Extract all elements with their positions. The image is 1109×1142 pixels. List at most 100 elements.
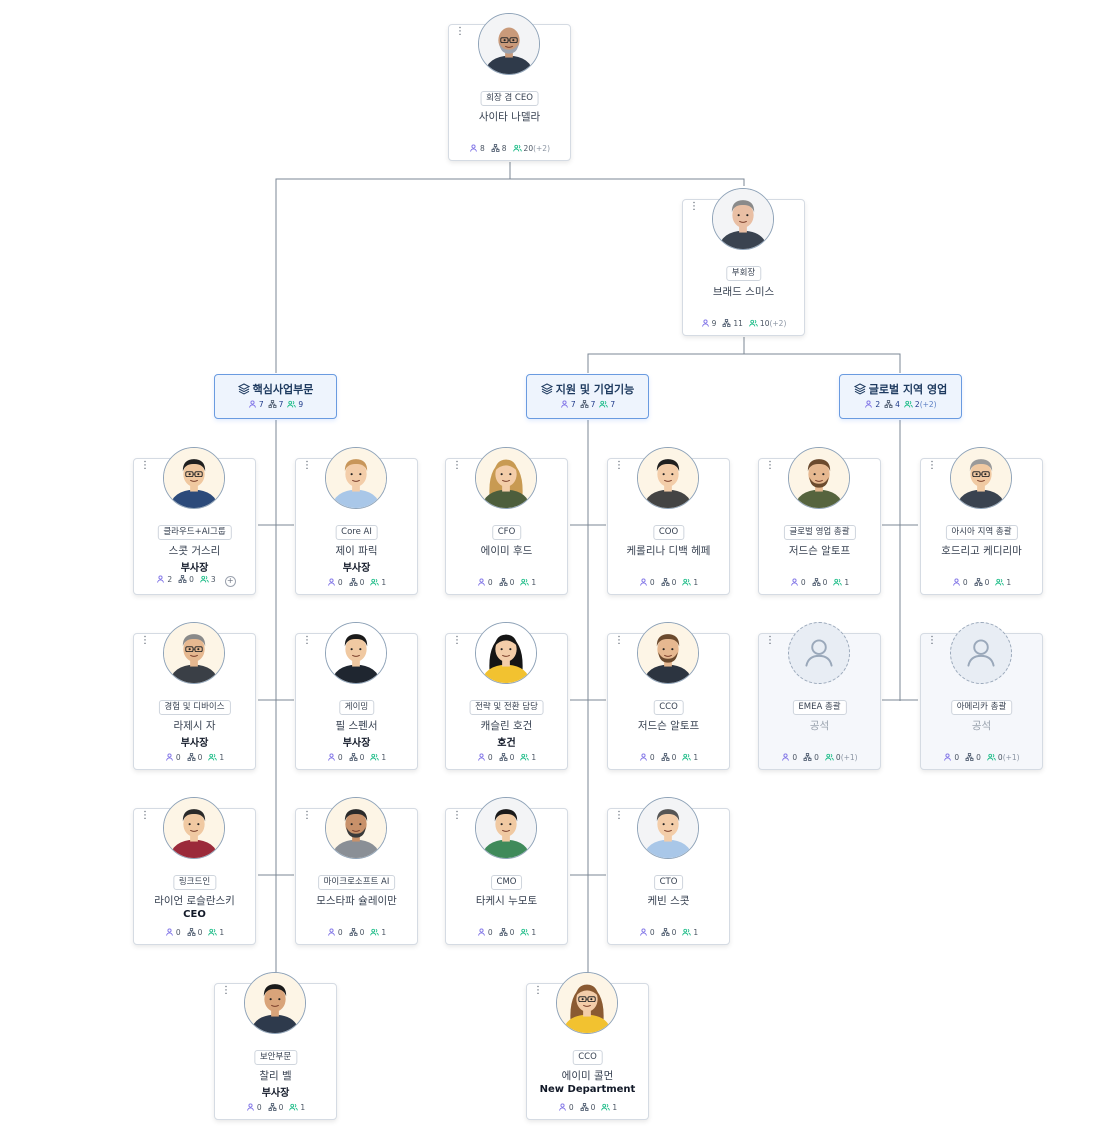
person-name: 필 스펜서 <box>335 720 378 732</box>
more-options-icon[interactable]: ⋮ <box>614 460 624 471</box>
more-options-icon[interactable]: ⋮ <box>765 460 775 471</box>
stat-people: 0 <box>327 753 343 762</box>
more-options-icon[interactable]: ⋮ <box>221 985 231 996</box>
person-name: 케빈 스콧 <box>647 895 690 907</box>
person-name: 제이 파릭 <box>335 545 378 557</box>
more-options-icon[interactable]: ⋮ <box>533 985 543 996</box>
more-options-icon[interactable]: ⋮ <box>302 635 312 646</box>
stat-team-members: 2(+2) <box>904 400 937 409</box>
avatar <box>950 447 1012 509</box>
more-options-icon[interactable]: ⋮ <box>455 26 465 37</box>
stat-team-members: 10(+2) <box>749 319 786 328</box>
stat-people: 7 <box>248 400 264 409</box>
person-name: 라이언 로슬란스키 <box>154 895 235 907</box>
more-options-icon[interactable]: ⋮ <box>689 201 699 212</box>
stat-team-members: 1 <box>520 928 536 937</box>
more-options-icon[interactable]: ⋮ <box>614 810 624 821</box>
more-options-icon[interactable]: ⋮ <box>302 460 312 471</box>
avatar <box>637 447 699 509</box>
layers-icon <box>853 383 866 395</box>
placeholder-avatar <box>788 622 850 684</box>
stat-org-units: 0 <box>965 753 981 762</box>
stat-team-members: 1 <box>682 928 698 937</box>
more-options-icon[interactable]: ⋮ <box>140 810 150 821</box>
more-options-icon[interactable]: ⋮ <box>765 635 775 646</box>
stat-people: 8 <box>469 144 485 153</box>
person-name: 저드슨 알토프 <box>788 545 851 557</box>
person-title: New Department <box>539 1084 636 1095</box>
stat-org-units: 7 <box>268 400 283 409</box>
role-badge: 마이크로소프트 AI <box>317 875 396 890</box>
stat-team-members: 1 <box>289 1103 305 1112</box>
stat-team-members: 3 <box>200 575 216 584</box>
more-options-icon[interactable]: ⋮ <box>927 460 937 471</box>
more-options-icon[interactable]: ⋮ <box>927 635 937 646</box>
stat-org-units: 0 <box>349 753 364 762</box>
role-badge: CFO <box>491 525 522 540</box>
person-title: 부사장 <box>180 738 209 749</box>
role-badge: 클라우드+AI그룹 <box>157 525 232 540</box>
avatar <box>475 447 537 509</box>
person-title: 부사장 <box>261 1088 290 1099</box>
stat-team-members: 9 <box>287 400 303 409</box>
role-badge: COO <box>652 525 685 540</box>
add-child-icon[interactable]: + <box>224 576 236 587</box>
more-options-icon[interactable]: ⋮ <box>614 635 624 646</box>
more-options-icon[interactable]: ⋮ <box>452 635 462 646</box>
stat-team-members: 1 <box>370 753 386 762</box>
avatar <box>637 797 699 859</box>
person-title: 호건 <box>497 738 516 749</box>
stat-people: 0 <box>477 928 493 937</box>
role-badge: CCO <box>653 700 684 715</box>
more-options-icon[interactable]: ⋮ <box>140 460 150 471</box>
more-options-icon[interactable]: ⋮ <box>302 810 312 821</box>
stat-people: 0 <box>165 753 181 762</box>
more-options-icon[interactable]: ⋮ <box>452 460 462 471</box>
stat-org-units: 0 <box>178 575 194 584</box>
stat-org-units: 0 <box>349 578 364 587</box>
stat-org-units: 0 <box>661 578 676 587</box>
avatar <box>163 797 225 859</box>
person-name: 찰리 벨 <box>259 1070 292 1082</box>
person-name: 라제시 자 <box>173 720 216 732</box>
stat-team-members: 1 <box>995 578 1011 587</box>
stat-org-units: 0 <box>187 753 202 762</box>
stat-team-members: 1 <box>833 578 849 587</box>
role-badge: CCO <box>572 1050 603 1065</box>
more-options-icon[interactable]: ⋮ <box>140 635 150 646</box>
stat-people: 0 <box>943 753 959 762</box>
role-badge: 아시아 지역 총괄 <box>945 525 1018 540</box>
more-options-icon[interactable]: ⋮ <box>452 810 462 821</box>
role-badge: 아메리카 총괄 <box>950 700 1013 715</box>
